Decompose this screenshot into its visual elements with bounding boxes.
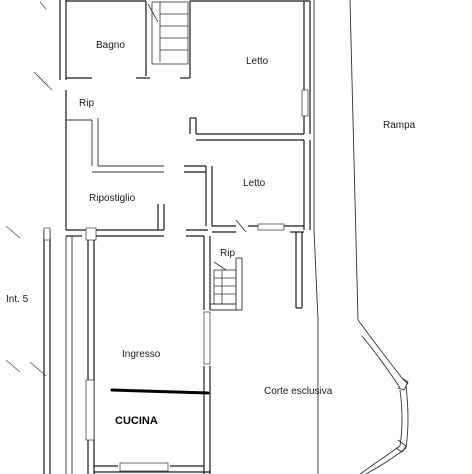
room-label-rip-top: Rip xyxy=(79,98,94,109)
room-label-rip-mid: Rip xyxy=(220,248,235,259)
room-label-ripostiglio: Ripostiglio xyxy=(89,193,136,204)
room-label-rampa: Rampa xyxy=(383,120,416,131)
room-label-letto-mid: Letto xyxy=(243,178,266,189)
wall-hatch-marks xyxy=(5,1,53,377)
room-label-int5: Int. 5 xyxy=(6,294,29,305)
building-walls xyxy=(43,0,311,474)
ramp-outline xyxy=(313,0,409,474)
kitchen-divider-marker xyxy=(110,388,210,395)
room-label-ingresso: Ingresso xyxy=(122,349,161,360)
room-label-cucina: CUCINA xyxy=(115,415,158,427)
room-label-letto-top: Letto xyxy=(246,56,269,67)
room-label-bagno: Bagno xyxy=(96,40,125,51)
room-label-corte-esclusiva: Corte esclusiva xyxy=(264,386,333,397)
